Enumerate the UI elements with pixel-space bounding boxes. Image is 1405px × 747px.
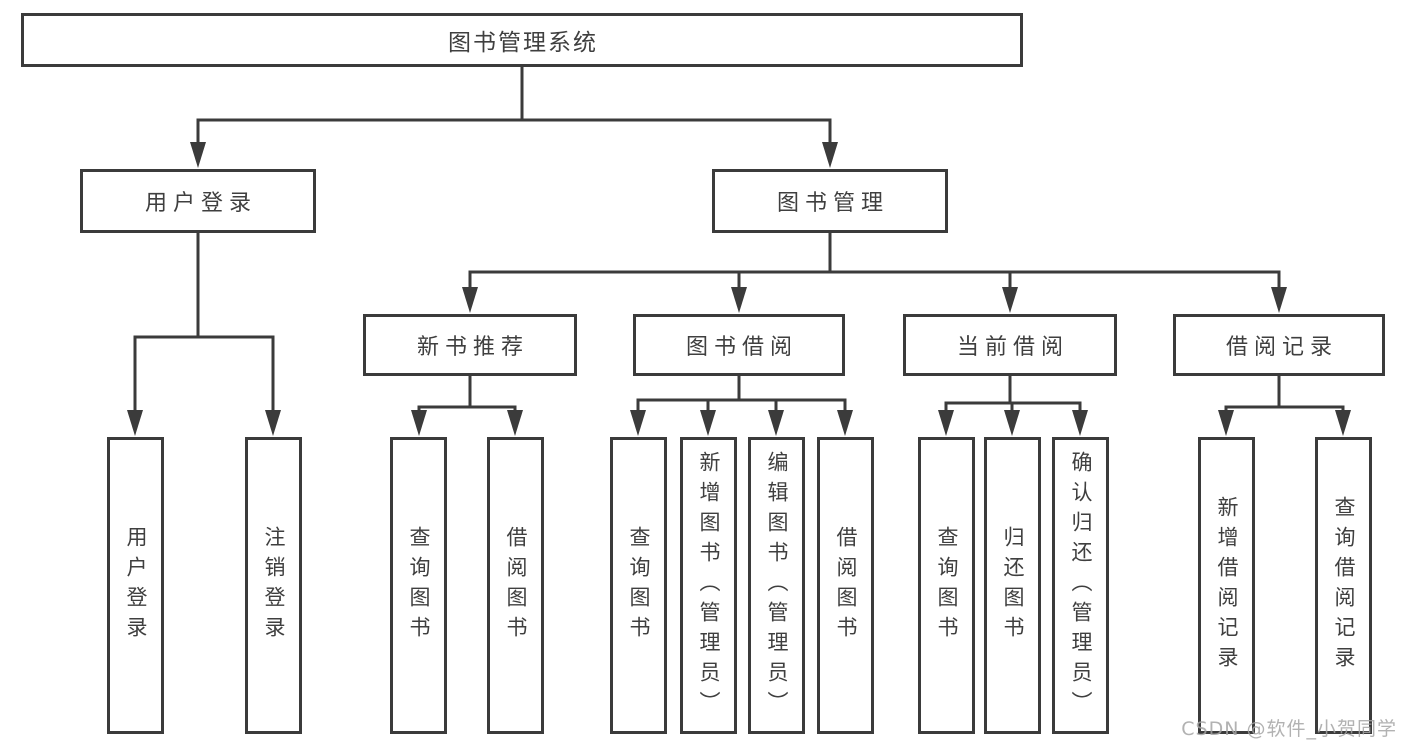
leaf-label: 注销登录 [262, 525, 286, 646]
leaf-current-query-books: 查询图书 [918, 437, 975, 734]
leaf-borrow-query-books: 查询图书 [610, 437, 667, 734]
leaf-label: 归还图书 [1001, 525, 1025, 646]
node-root-label: 图书管理系统 [448, 30, 598, 56]
leaf-label: 借阅图书 [504, 525, 528, 646]
node-label: 新书推荐 [416, 335, 529, 360]
leaf-label: 编辑图书（管理员） [765, 450, 789, 721]
leaf-label: 查询图书 [627, 525, 651, 646]
node-label: 用户登录 [144, 191, 257, 216]
leaf-label: 新增图书（管理员） [697, 450, 721, 721]
leaf-current-return-books: 归还图书 [984, 437, 1041, 734]
leaf-current-confirm-return-admin: 确认归还（管理员） [1052, 437, 1109, 734]
node-book-management-module: 图书管理 [712, 169, 948, 233]
leaf-logout: 注销登录 [245, 437, 302, 734]
node-label: 借阅记录 [1225, 335, 1338, 360]
leaf-newbook-query-books: 查询图书 [390, 437, 447, 734]
leaf-borrow-edit-books-admin: 编辑图书（管理员） [748, 437, 805, 734]
leaf-borrow-borrow-books: 借阅图书 [817, 437, 874, 734]
node-book-borrowing: 图书借阅 [633, 314, 845, 376]
leaf-borrow-add-books-admin: 新增图书（管理员） [680, 437, 737, 734]
node-label: 当前借阅 [956, 335, 1069, 360]
leaf-label: 查询图书 [407, 525, 431, 646]
node-label: 图书借阅 [685, 335, 798, 360]
leaf-record-query-borrow-record: 查询借阅记录 [1315, 437, 1372, 734]
leaf-label: 确认归还（管理员） [1069, 450, 1093, 721]
leaf-record-add-borrow-record: 新增借阅记录 [1198, 437, 1255, 734]
leaf-newbook-borrow-books: 借阅图书 [487, 437, 544, 734]
leaf-label: 查询图书 [935, 525, 959, 646]
leaf-label: 借阅图书 [834, 525, 858, 646]
node-root-system: 图书管理系统 [21, 13, 1023, 67]
leaf-label: 新增借阅记录 [1215, 495, 1239, 676]
node-borrowing-records: 借阅记录 [1173, 314, 1385, 376]
csdn-watermark: CSDN @软件_小贺同学 [1181, 718, 1397, 740]
leaf-label: 用户登录 [124, 525, 148, 646]
node-current-borrowing: 当前借阅 [903, 314, 1117, 376]
node-label: 图书管理 [776, 191, 889, 216]
leaf-label: 查询借阅记录 [1332, 495, 1356, 676]
node-user-login-module: 用户登录 [80, 169, 316, 233]
node-new-book-recommend: 新书推荐 [363, 314, 577, 376]
arrowheads [127, 142, 1351, 436]
leaf-user-login: 用户登录 [107, 437, 164, 734]
